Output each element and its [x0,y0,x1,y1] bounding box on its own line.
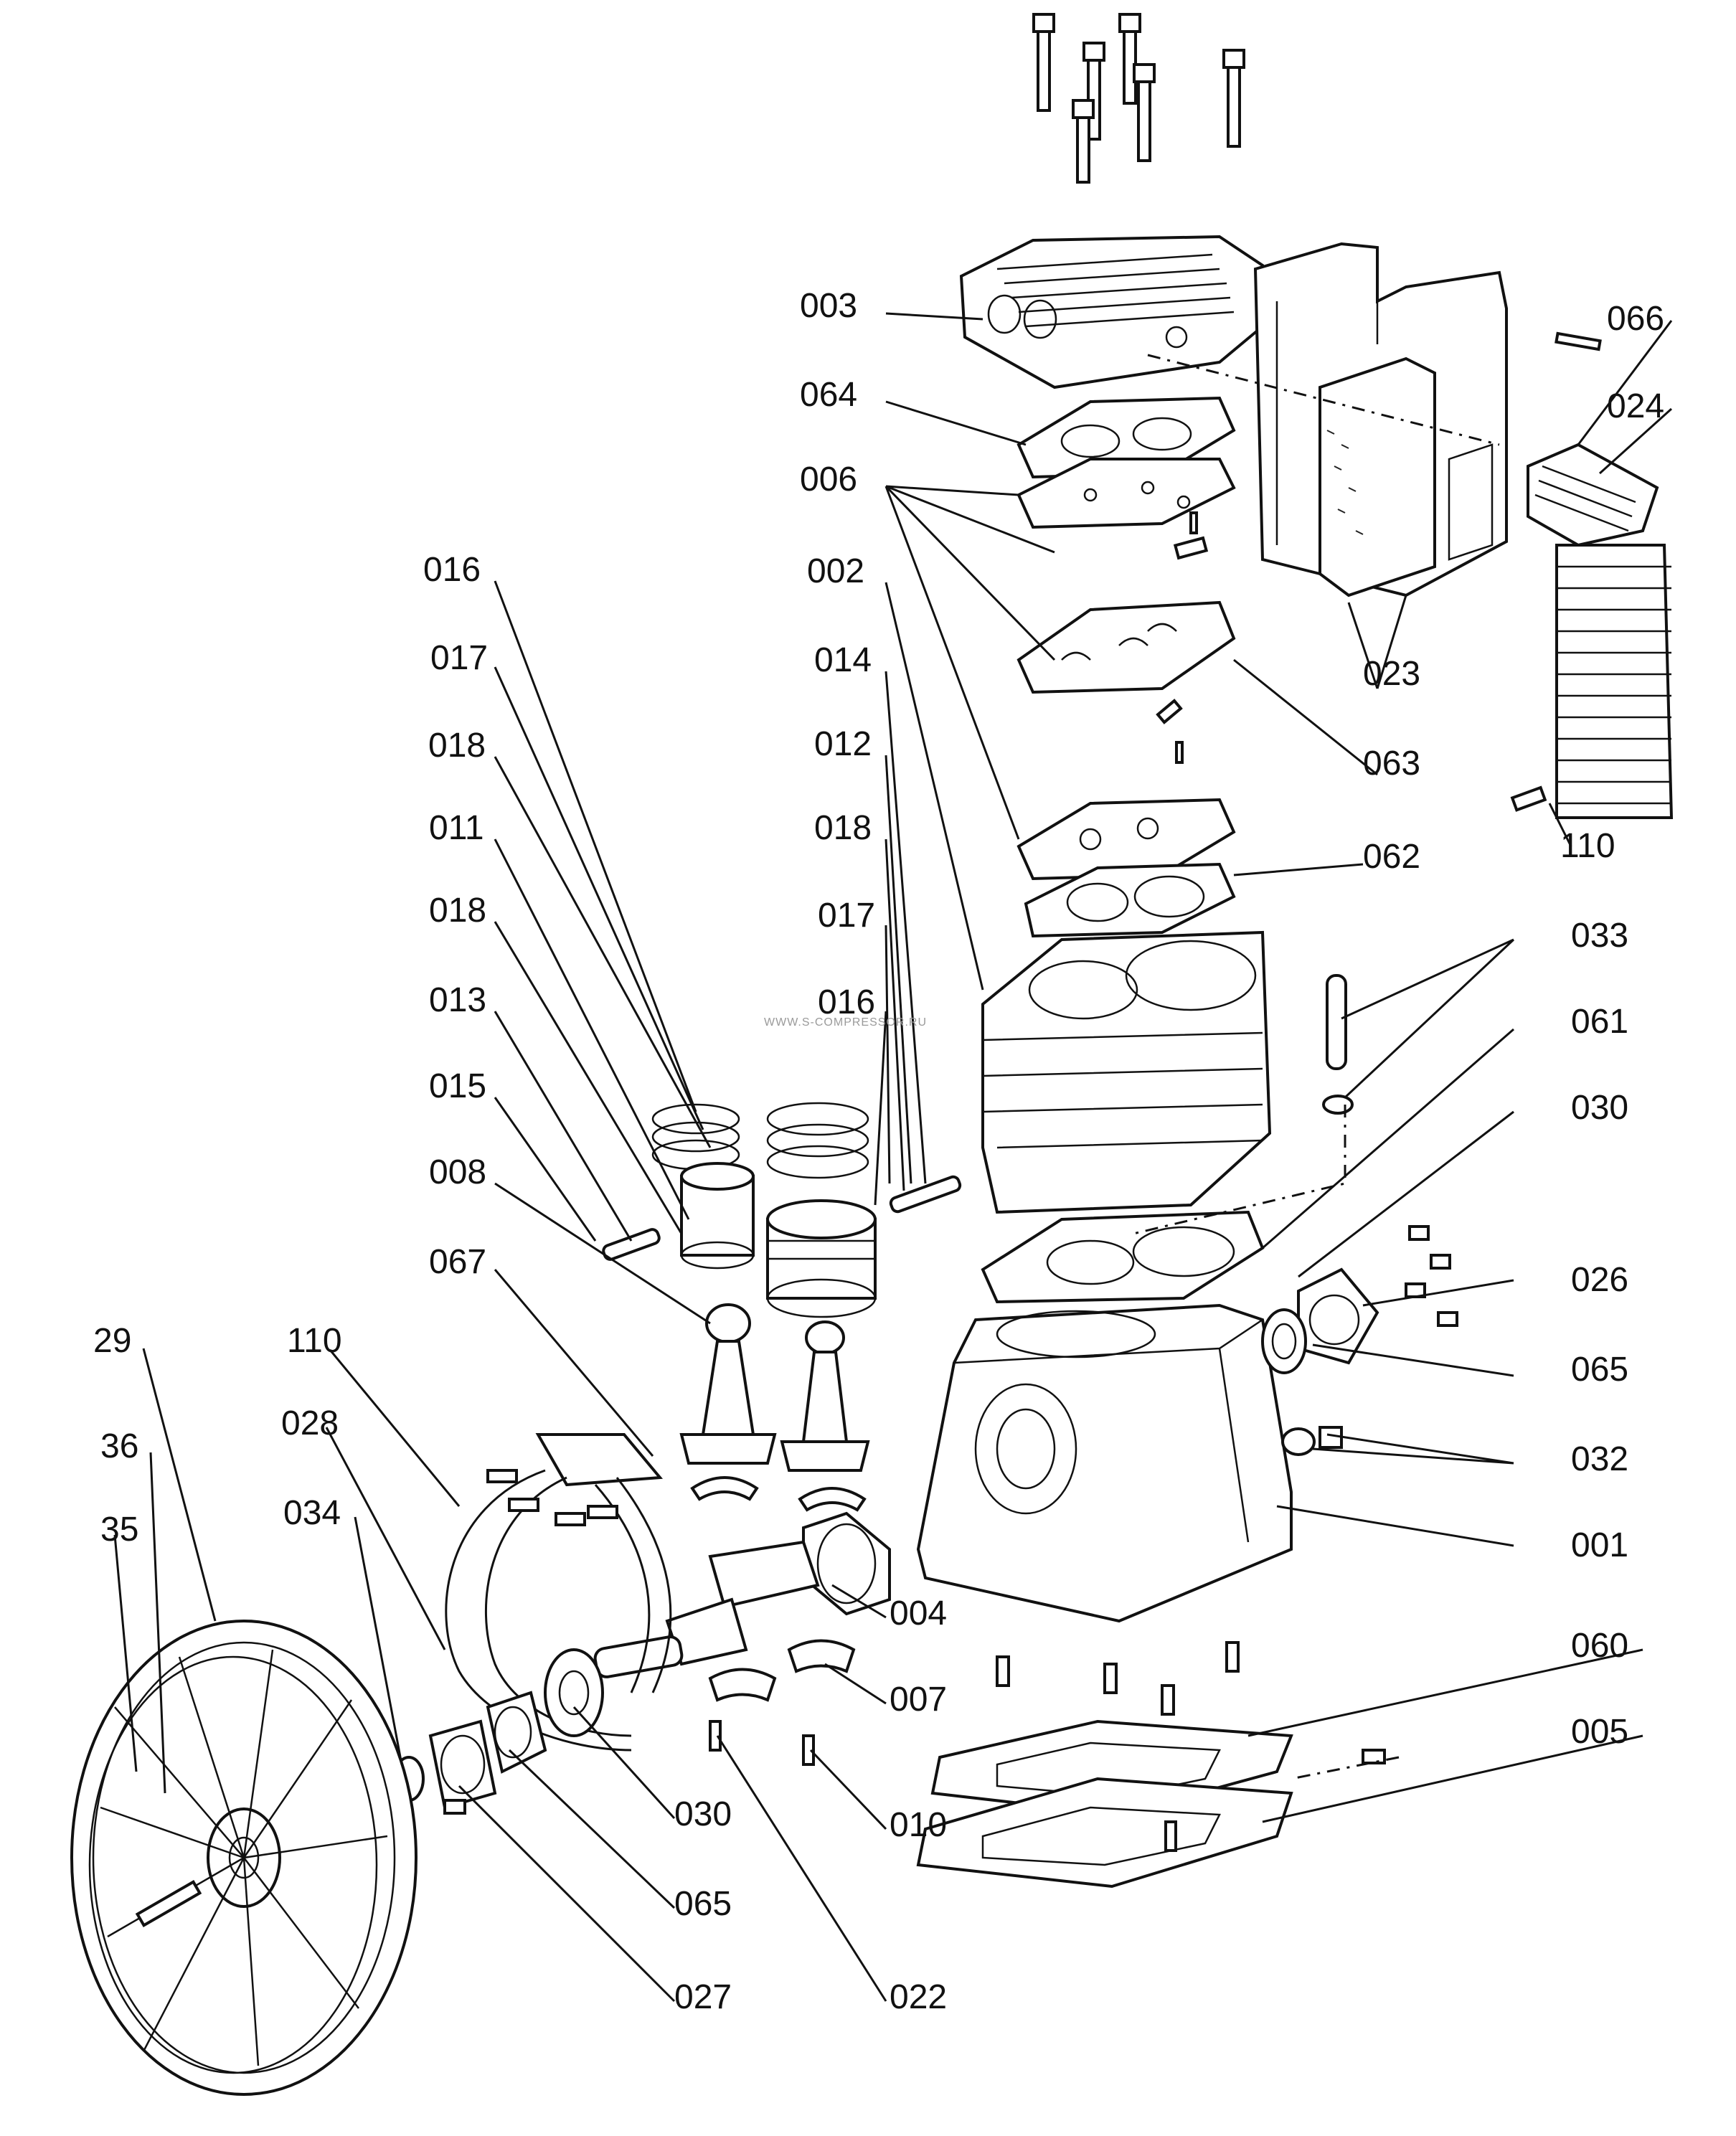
label-017-b: 017 [818,897,875,935]
label-062: 062 [1363,838,1420,876]
block-gasket-061 [981,1210,1265,1304]
cylinder-head [959,235,1264,389]
base-gasket-005 [916,1777,1293,1889]
label-004: 004 [890,1594,947,1632]
label-006: 006 [800,460,857,498]
valve-plate-006 [1016,458,1236,529]
label-29: 29 [93,1322,131,1360]
label-36: 36 [100,1427,138,1465]
piston-pins [602,1175,962,1261]
label-010: 010 [890,1806,947,1844]
part-labels: 003 064 006 066 024 002 016 017 014 023 … [93,287,1664,2016]
label-018-a: 018 [428,727,486,765]
label-060: 060 [1571,1627,1628,1665]
valve-parts [1156,511,1209,764]
label-022: 022 [890,1978,947,2016]
label-016-b: 016 [818,983,875,1021]
label-013: 013 [429,981,486,1019]
connecting-rods [679,1303,870,1512]
label-008: 008 [429,1153,486,1191]
label-016-a: 016 [423,551,481,589]
air-filter [1322,974,1354,1115]
label-030-a: 030 [1571,1089,1628,1127]
lifting-frame [445,1433,672,1752]
label-063: 063 [1363,745,1420,783]
valve-plate-062 [1016,798,1236,938]
label-003: 003 [800,287,857,325]
label-032: 032 [1571,1440,1628,1478]
cylinder-block [981,930,1272,1214]
label-002: 002 [807,552,864,590]
label-027: 027 [674,1978,732,2016]
label-034: 034 [283,1494,341,1532]
label-011: 011 [429,809,484,847]
label-018-b: 018 [429,892,486,930]
cooler-shroud [1253,242,1508,597]
label-030-b: 030 [674,1795,732,1833]
leader-lines [113,312,1673,2003]
label-026: 026 [1571,1261,1628,1299]
valve-plate-063 [1016,600,1236,694]
crankcase [916,1303,1293,1623]
label-023: 023 [1363,655,1420,693]
label-35: 35 [100,1511,138,1549]
label-066: 066 [1607,300,1664,338]
piston-left [680,1162,755,1270]
label-012: 012 [814,725,872,763]
label-065-a: 065 [1571,1351,1628,1389]
label-015: 015 [429,1067,486,1105]
crankshaft [593,1511,891,1678]
bearing-cover-right [1261,1267,1379,1456]
flywheel [70,1620,418,2096]
label-061: 061 [1571,1003,1628,1041]
label-028: 028 [281,1404,339,1442]
intercooler [1510,443,1674,819]
label-065-b: 065 [674,1885,732,1923]
small-screws [443,331,1602,1852]
label-005: 005 [1571,1713,1628,1751]
label-014: 014 [814,641,872,679]
label-110-a: 110 [1560,827,1615,865]
assembly-axes [1133,354,1500,1780]
label-064: 064 [800,376,857,414]
head-bolts [1032,13,1245,184]
piston-rings-right [766,1102,869,1179]
label-007: 007 [890,1681,947,1719]
rod-caps [708,1639,856,1702]
label-018-c: 018 [814,809,872,847]
label-017-a: 017 [430,639,488,677]
label-001: 001 [1571,1526,1628,1564]
head-gasket-064 [1016,396,1236,479]
watermark: WWW.S-COMPRESSOR.RU [764,1016,927,1029]
label-033: 033 [1571,917,1628,955]
label-024: 024 [1607,387,1664,425]
piston-right [766,1199,877,1318]
label-110-b: 110 [287,1322,342,1360]
label-067: 067 [429,1243,486,1281]
